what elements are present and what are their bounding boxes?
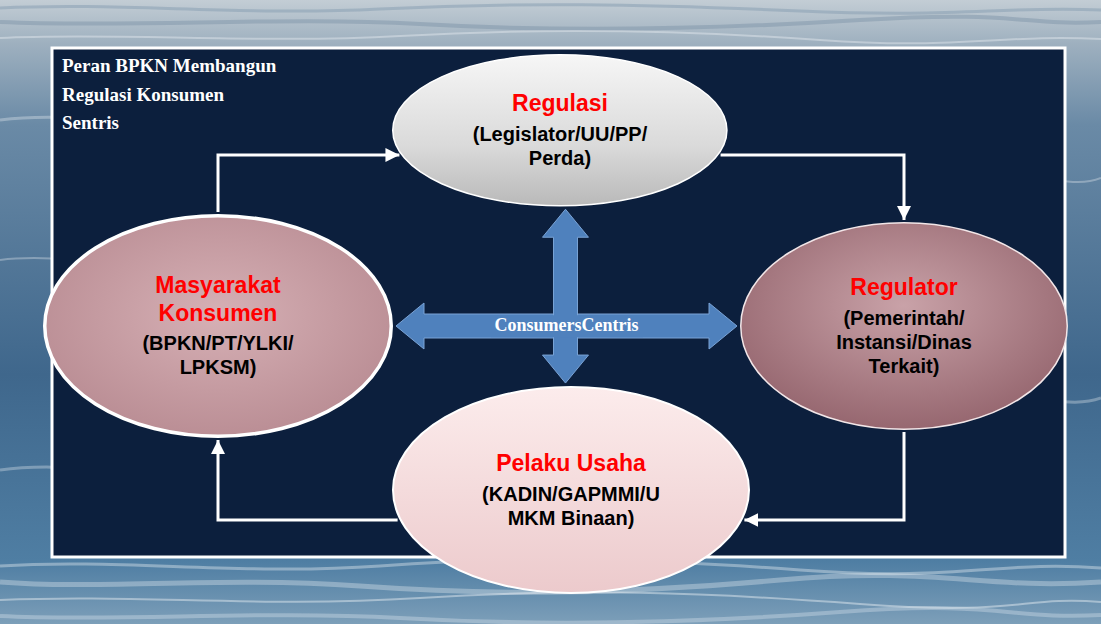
node-heading: Pelaku Usaha	[496, 450, 646, 478]
node-text-group: Regulator (Pemerintah/ Instansi/Dinas Ter…	[822, 274, 987, 378]
node-body: (Legislator/UU/PP/ Perda)	[465, 122, 655, 170]
flow-arrow	[218, 440, 398, 520]
ellipse-shape	[393, 54, 727, 205]
ellipse-shape	[45, 216, 392, 437]
regulator-ellipse: Regulator (Pemerintah/ Instansi/Dinas Ter…	[740, 222, 1068, 430]
node-body: (Pemerintah/ Instansi/Dinas Terkait)	[822, 306, 987, 378]
consumer-ellipse: Masyarakat Konsumen (BPKN/PT/YLKI/ LPKSM)	[43, 214, 393, 438]
ellipse-shape	[393, 387, 749, 593]
node-text-group: Masyarakat Konsumen (BPKN/PT/YLKI/ LPKSM)	[131, 272, 306, 379]
edge-label: ConsumersCentris	[491, 315, 643, 337]
node-body: (BPKN/PT/YLKI/ LPKSM)	[131, 332, 306, 380]
flow-arrow	[744, 432, 904, 520]
regulation-ellipse: Regulasi (Legislator/UU/PP/ Perda)	[392, 54, 728, 207]
node-heading: Masyarakat Konsumen	[131, 272, 306, 327]
waves	[0, 5, 1101, 623]
flow-arrow	[218, 155, 399, 212]
node-text-group: Regulasi (Legislator/UU/PP/ Perda)	[465, 90, 655, 170]
node-heading: Regulasi	[512, 90, 608, 118]
ellipse-shape	[741, 223, 1068, 430]
double-block-arrow	[542, 209, 588, 383]
diagram-title: Peran BPKN Membangun Regulasi Konsumen S…	[62, 52, 281, 138]
node-heading: Regulator	[850, 274, 957, 302]
node-text-group: Pelaku Usaha (KADIN/GAPMMI/U MKM Binaan)	[471, 450, 671, 530]
node-body: (KADIN/GAPMMI/U MKM Binaan)	[471, 482, 671, 530]
flow-arrow	[721, 155, 904, 220]
business-ellipse: Pelaku Usaha (KADIN/GAPMMI/U MKM Binaan)	[392, 386, 750, 594]
